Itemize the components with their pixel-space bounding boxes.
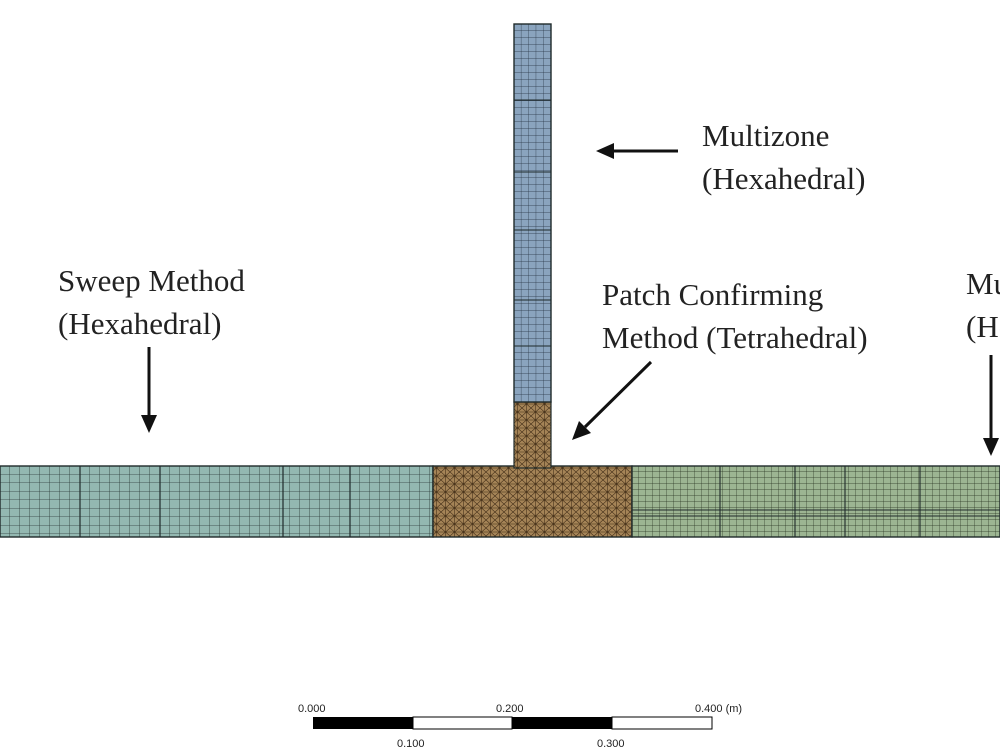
label-patch: Patch Confirming Method (Tetrahedral): [602, 273, 868, 359]
scale-tick-200: 0.200: [496, 703, 524, 715]
label-multizone-right-line2: (He: [966, 309, 1000, 344]
arrow-multizone-top: [596, 143, 678, 159]
label-multizone-top: Multizone (Hexahedral): [702, 114, 866, 200]
label-patch-line1: Patch Confirming: [602, 277, 824, 312]
label-sweep-line1: Sweep Method: [58, 263, 245, 298]
tet-junction-block: [432, 465, 633, 538]
label-multizone-top-line2: (Hexahedral): [702, 161, 866, 196]
scale-tick-100: 0.100: [397, 738, 425, 750]
tet-vertical-stub: [513, 401, 552, 469]
label-sweep: Sweep Method (Hexahedral): [58, 259, 245, 345]
label-multizone-right-line1: Mu: [966, 266, 1000, 301]
multizone-vertical-branch: [513, 23, 552, 403]
label-sweep-line2: (Hexahedral): [58, 306, 222, 341]
multizone-vertical-major-lines: [514, 99, 551, 347]
multizone-right-major-lines: [632, 466, 1000, 537]
scale-bar: 0.000 0.200 0.400 (m) 0.100 0.300: [298, 703, 742, 750]
scale-tick-400: 0.400 (m): [695, 703, 742, 715]
sweep-hex-pipe: [0, 465, 434, 538]
scale-tick-300: 0.300: [597, 738, 625, 750]
sweep-hex-major-lines: [79, 466, 351, 537]
arrow-multizone-right: [983, 355, 999, 456]
scale-tick-0: 0.000: [298, 703, 326, 715]
arrow-sweep: [141, 347, 157, 433]
label-patch-line2: Method (Tetrahedral): [602, 320, 868, 355]
arrow-patch: [572, 360, 653, 440]
label-multizone-right: Mu (He: [966, 262, 1000, 348]
multizone-right-pipe: [631, 465, 1000, 538]
label-multizone-top-line1: Multizone: [702, 118, 830, 153]
